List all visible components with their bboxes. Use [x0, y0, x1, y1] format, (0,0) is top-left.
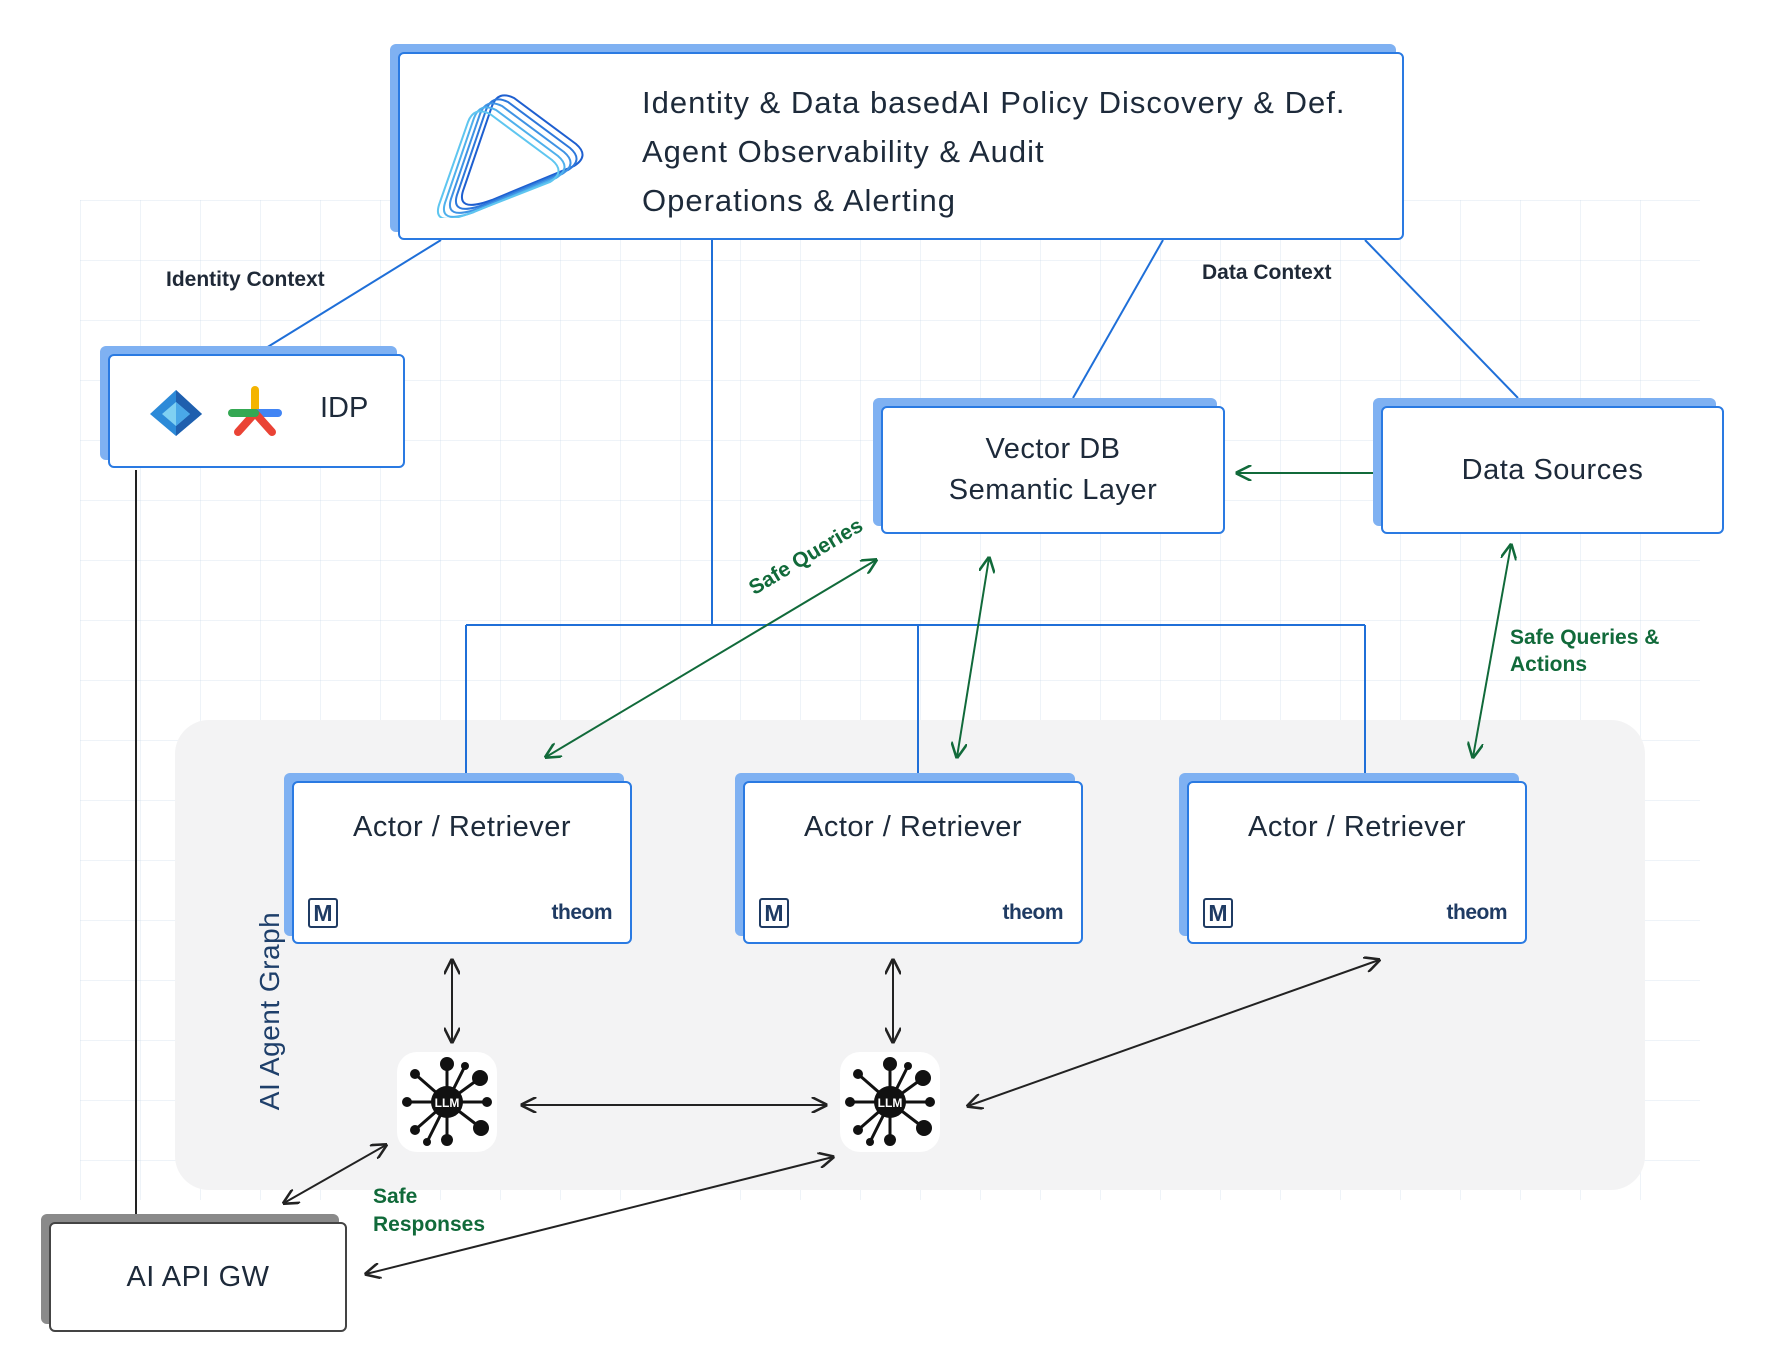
data-context-line-sources [1364, 239, 1519, 399]
vector-db-line-1: Vector DB [985, 433, 1121, 465]
data-context-line-vector [1072, 239, 1164, 399]
data-context-label: Data Context [1202, 261, 1332, 284]
actor-retriever-box-3[interactable]: Actor / Retriever M theom [1187, 781, 1527, 944]
theom-logo: theom [551, 901, 613, 924]
gateway-label: AI API GW [126, 1260, 270, 1293]
policy-line-3: Operations & Alerting [642, 183, 956, 218]
llm-network-icon: LLM [845, 1057, 935, 1146]
llm-label: LLM [435, 1096, 460, 1110]
m-badge-icon: M [1203, 898, 1233, 928]
policy-line-2: Agent Observability & Audit [642, 134, 1045, 169]
safe-responses-label-1: Safe [373, 1185, 418, 1208]
data-sources-box[interactable]: Data Sources [1381, 406, 1724, 534]
policy-platform-box[interactable]: Identity & Data basedAI Policy Discovery… [398, 52, 1404, 240]
vector-db-box[interactable]: Vector DB Semantic Layer [881, 406, 1225, 534]
llm-node-2[interactable]: LLM [840, 1052, 940, 1152]
m-badge-icon: M [308, 898, 338, 928]
policy-logo-icon [437, 94, 584, 218]
m-badge-icon: M [759, 898, 789, 928]
safe-queries-actions-label-2: Actions [1510, 653, 1588, 676]
actor-title: Actor / Retriever [353, 811, 571, 843]
azure-ad-icon [150, 390, 202, 436]
llm-network-icon: LLM [402, 1057, 492, 1146]
theom-logo: theom [1446, 901, 1508, 924]
idp-label: IDP [320, 392, 369, 424]
llm-label: LLM [878, 1096, 903, 1110]
actor-title: Actor / Retriever [804, 811, 1022, 843]
llm-node-1[interactable]: LLM [397, 1052, 497, 1152]
theom-logo: theom [1002, 901, 1064, 924]
identity-context-label: Identity Context [166, 268, 325, 291]
actor-retriever-box-2[interactable]: Actor / Retriever M theom [743, 781, 1083, 944]
llm-2-actor-3-arrow [968, 960, 1379, 1106]
ai-api-gateway-box[interactable]: AI API GW [49, 1222, 347, 1332]
safe-queries-actions-label-1: Safe Queries & [1510, 626, 1660, 649]
safe-queries-arrow [546, 560, 876, 757]
actor-retriever-box-1[interactable]: Actor / Retriever M theom [292, 781, 632, 944]
vector-db-line-2: Semantic Layer [948, 474, 1158, 506]
llm-2-gateway-arrow [366, 1157, 833, 1274]
safe-responses-label-2: Responses [373, 1213, 486, 1236]
policy-line-1: Identity & Data basedAI Policy Discovery… [642, 85, 1346, 120]
okta-pinwheel-icon [228, 386, 282, 436]
idp-box[interactable]: IDP [108, 354, 405, 468]
identity-context-line [265, 239, 442, 349]
actor-title: Actor / Retriever [1248, 811, 1466, 843]
llm-1-gateway-arrow [284, 1145, 386, 1203]
vector-actor-arrow [957, 558, 989, 757]
data-sources-label: Data Sources [1461, 453, 1644, 486]
safe-queries-actions-arrow [1473, 545, 1511, 757]
